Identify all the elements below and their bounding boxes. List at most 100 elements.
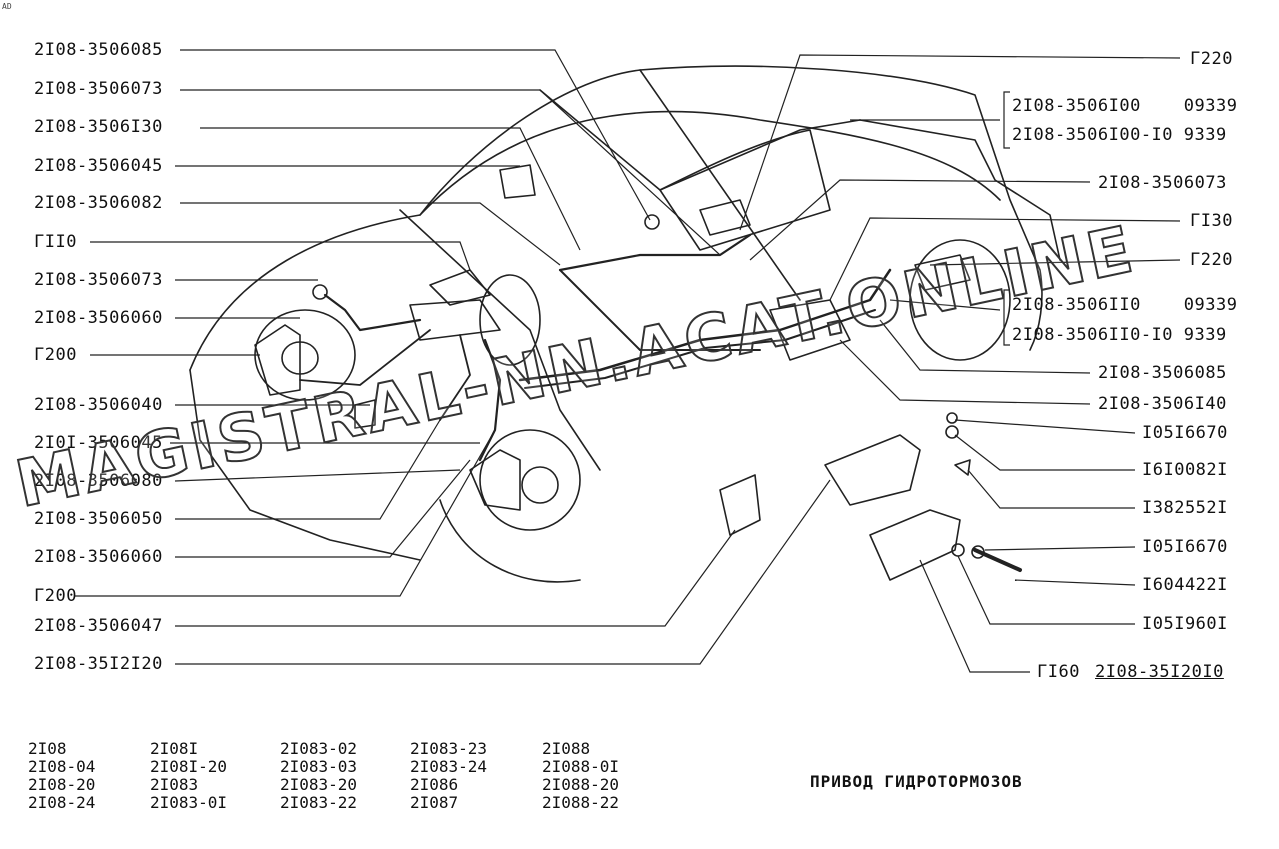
right-label: 2I08-3506I00-I0 9339 xyxy=(1012,125,1227,145)
brake-line-cross xyxy=(559,269,761,351)
left-label: Г200 xyxy=(34,586,77,606)
right-label: I6I0082I xyxy=(1142,460,1228,480)
front-right-disc xyxy=(479,429,581,531)
left-label: 2I08-35I2I20 xyxy=(34,654,163,674)
right-label: I05I6670 xyxy=(1142,423,1228,443)
car-body-lower xyxy=(189,369,421,561)
model-item: 2I083-23 xyxy=(410,739,488,758)
left-label: Г200 xyxy=(34,345,77,365)
brake-line-front-right xyxy=(478,338,502,462)
model-item: 2I088-20 xyxy=(542,775,620,794)
left-label: 2I08-3506047 xyxy=(34,616,163,636)
left-label: ГII0 xyxy=(34,232,77,252)
tee-detail xyxy=(499,164,536,199)
leader-l3 xyxy=(200,127,581,251)
leader-l16 xyxy=(175,529,736,627)
left-label: 2I08-3506I30 xyxy=(34,117,163,137)
model-item: 2I088-0I xyxy=(542,757,620,776)
leader-r5 xyxy=(929,259,1181,266)
left-label: 2I0I-3506045 xyxy=(34,433,163,453)
car-body-outline xyxy=(189,65,1043,371)
model-item: 2I088 xyxy=(542,739,591,758)
brake-line-2 xyxy=(524,309,876,389)
right-label: 2I08-3506085 xyxy=(1098,363,1227,383)
leader-l5 xyxy=(180,202,561,266)
left-label: 2I08-3506040 xyxy=(34,395,163,415)
left-label: 2I08-3506060 xyxy=(34,308,163,328)
leader-r10 xyxy=(954,434,1135,471)
brake-line-front-right-2 xyxy=(439,334,471,421)
model-item: 2I086 xyxy=(410,775,459,794)
front-wheel-arch xyxy=(439,499,581,583)
right-label: Г220 xyxy=(1190,49,1233,69)
model-item: 2I083-24 xyxy=(410,757,488,776)
model-item: 2I083-22 xyxy=(280,793,358,812)
page-title: ПРИВОД ГИДРОТОРМОЗОВ xyxy=(810,772,1023,791)
rear-right-cylinder xyxy=(914,254,971,291)
brake-line-front-left xyxy=(323,293,422,332)
model-item: 2I083-03 xyxy=(280,757,358,776)
right-label: 2I08-3506I00 09339 xyxy=(1012,96,1238,116)
right-label: I604422I xyxy=(1142,575,1228,595)
door-line xyxy=(399,209,601,471)
bolt-small xyxy=(954,459,971,476)
left-label: 2I08-3506073 xyxy=(34,270,163,290)
washer-2 xyxy=(945,425,959,439)
model-item: 2I08I xyxy=(150,739,199,758)
leader-r4 xyxy=(829,217,1181,301)
model-item: 2I088-22 xyxy=(542,793,620,812)
bolt xyxy=(973,548,1022,572)
model-item: 2I083-20 xyxy=(280,775,358,794)
cap-top xyxy=(644,214,660,230)
left-label: 2I08-3506080 xyxy=(34,471,163,491)
left-label: 2I08-3506085 xyxy=(34,40,163,60)
front-left-caliper xyxy=(254,324,301,396)
right-label: 2I08-3506073 xyxy=(1098,173,1227,193)
leader-l1 xyxy=(180,49,651,221)
nut xyxy=(971,545,985,559)
reservoir xyxy=(429,269,491,306)
washer-1 xyxy=(946,412,958,424)
left-label: 2I08-3506073 xyxy=(34,79,163,99)
leader-r8 xyxy=(839,339,1091,405)
leader-l15 xyxy=(75,429,496,597)
brake-line-front-left-2 xyxy=(299,329,431,386)
leader-r6 xyxy=(889,299,1001,311)
corner-mark: AD xyxy=(2,2,12,11)
front-right-caliper xyxy=(469,449,521,511)
window-frame xyxy=(659,129,831,251)
car-roof-line xyxy=(419,110,1001,216)
leader-r12 xyxy=(984,546,1136,551)
leader-l12 xyxy=(174,469,461,482)
model-item: 2I08 xyxy=(28,739,67,758)
right-label: 2I08-3506I40 xyxy=(1098,394,1227,414)
leader-r15 xyxy=(919,559,1030,673)
regulator-bracket xyxy=(824,434,921,506)
windshield xyxy=(539,89,861,191)
rear-left-cylinder xyxy=(699,199,751,236)
leader-r7 xyxy=(879,319,1091,374)
left-label: 2I08-3506045 xyxy=(34,156,163,176)
leader-l17 xyxy=(175,479,831,665)
leader-l14 xyxy=(175,459,471,558)
left-label: 2I08-3506082 xyxy=(34,193,163,213)
model-item: 2I08I-20 xyxy=(150,757,228,776)
model-item: 2I083 xyxy=(150,775,199,794)
right-label: I382552I xyxy=(1142,498,1228,518)
right-label: ГI30 xyxy=(1190,211,1233,231)
right-label: Г220 xyxy=(1190,250,1233,270)
door-line-2 xyxy=(639,69,801,301)
regulator-detail xyxy=(869,509,961,581)
model-item: 2I08-20 xyxy=(28,775,96,794)
leader-l2 xyxy=(180,89,721,256)
bracket-top xyxy=(1003,91,1010,149)
model-item: 2I087 xyxy=(410,793,459,812)
master-cylinder xyxy=(409,299,501,341)
bracket-detail xyxy=(719,474,761,536)
brake-booster xyxy=(479,274,541,366)
rear-window xyxy=(859,119,1061,261)
right-label: I05I960I xyxy=(1142,614,1228,634)
assembly-code: 2I08-35I20I0 xyxy=(1095,662,1224,682)
model-item: 2I083-0I xyxy=(150,793,228,812)
